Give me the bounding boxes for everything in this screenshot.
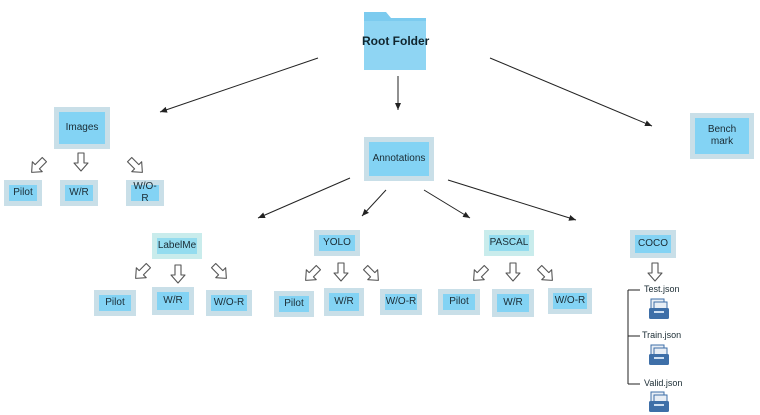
hollow-arrow-icon: [647, 262, 663, 282]
edge-ann-coco: [447, 179, 577, 221]
hollow-arrow-icon: [534, 262, 558, 286]
root-folder: Root Folder: [362, 6, 430, 72]
labelme-wor-folder: W/O-R: [206, 290, 252, 316]
yolo-folder: YOLO: [314, 230, 360, 256]
hollow-arrow-icon: [26, 154, 50, 178]
coco-folder: COCO: [630, 230, 676, 258]
coco-test-json-label: Test.json: [644, 284, 680, 294]
yolo-wor-folder: W/O-R: [380, 289, 422, 315]
hollow-arrow-icon: [124, 154, 148, 178]
images-folder: Images: [54, 107, 110, 149]
pascal-pilot-folder: Pilot: [438, 289, 480, 315]
hollow-arrow-icon: [208, 260, 232, 284]
annotations-folder: Annotations: [364, 137, 434, 181]
coco-valid-json-label: Valid.json: [644, 378, 683, 388]
hollow-arrow-icon: [300, 262, 324, 286]
hollow-arrow-icon: [360, 262, 384, 286]
yolo-pilot-folder: Pilot: [274, 291, 314, 317]
stacked-documents-icon: [649, 391, 669, 412]
hollow-arrow-icon: [505, 262, 521, 282]
images-pilot-folder: Pilot: [4, 180, 42, 206]
images-wr-folder: W/R: [60, 180, 98, 206]
folder-icon: [364, 12, 426, 70]
yolo-wr-folder: W/R: [324, 288, 364, 316]
pascal-folder: PASCAL: [484, 230, 534, 256]
annotations-label: Annotations: [369, 142, 429, 176]
edge-ann-yolo: [361, 189, 387, 217]
pascal-wr-folder: W/R: [492, 289, 534, 317]
edge-root-benchmark: [489, 57, 653, 127]
pascal-wor-folder: W/O-R: [548, 288, 592, 314]
labelme-pilot-folder: Pilot: [94, 290, 136, 316]
images-label: Images: [59, 112, 105, 144]
edge-root-images: [159, 57, 319, 113]
hollow-arrow-icon: [468, 262, 492, 286]
hollow-arrow-icon: [130, 260, 154, 284]
root-folder-label: Root Folder: [362, 34, 430, 48]
hollow-arrow-icon: [73, 152, 89, 172]
images-wor-folder: W/O-R: [126, 180, 164, 206]
coco-train-json-label: Train.json: [642, 330, 682, 340]
labelme-wr-folder: W/R: [152, 287, 194, 315]
stacked-documents-icon: [649, 344, 669, 365]
edge-ann-labelme: [257, 177, 351, 219]
hollow-arrow-icon: [170, 264, 186, 284]
labelme-folder: LabelMe: [152, 233, 202, 259]
hollow-arrow-icon: [333, 262, 349, 282]
stacked-documents-icon: [649, 298, 669, 319]
edge-ann-pascal: [423, 189, 471, 219]
